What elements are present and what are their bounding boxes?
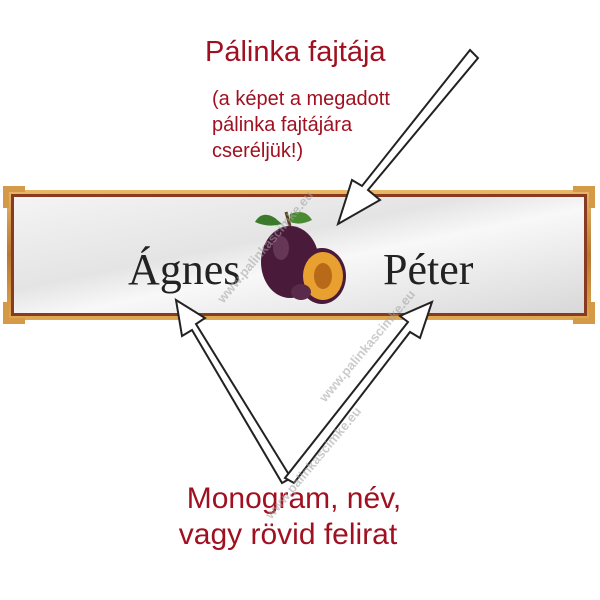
title-text: Pálinka fajtája xyxy=(205,36,386,68)
bottom-line-1: Monogram, név, xyxy=(186,482,402,515)
arrow-to-left-name-icon xyxy=(174,297,293,485)
arrow-to-right-name-icon xyxy=(283,300,434,485)
note-line-2: pálinka fajtájára xyxy=(212,114,353,136)
left-name: Ágnes xyxy=(128,245,241,294)
right-name: Péter xyxy=(383,245,474,294)
note-line-1: (a képet a megadott xyxy=(212,88,390,110)
note-line-3: cseréljük!) xyxy=(212,140,304,162)
bottom-line-2: vagy rövid felirat xyxy=(178,518,398,551)
arrow-to-plum-icon xyxy=(336,48,480,227)
